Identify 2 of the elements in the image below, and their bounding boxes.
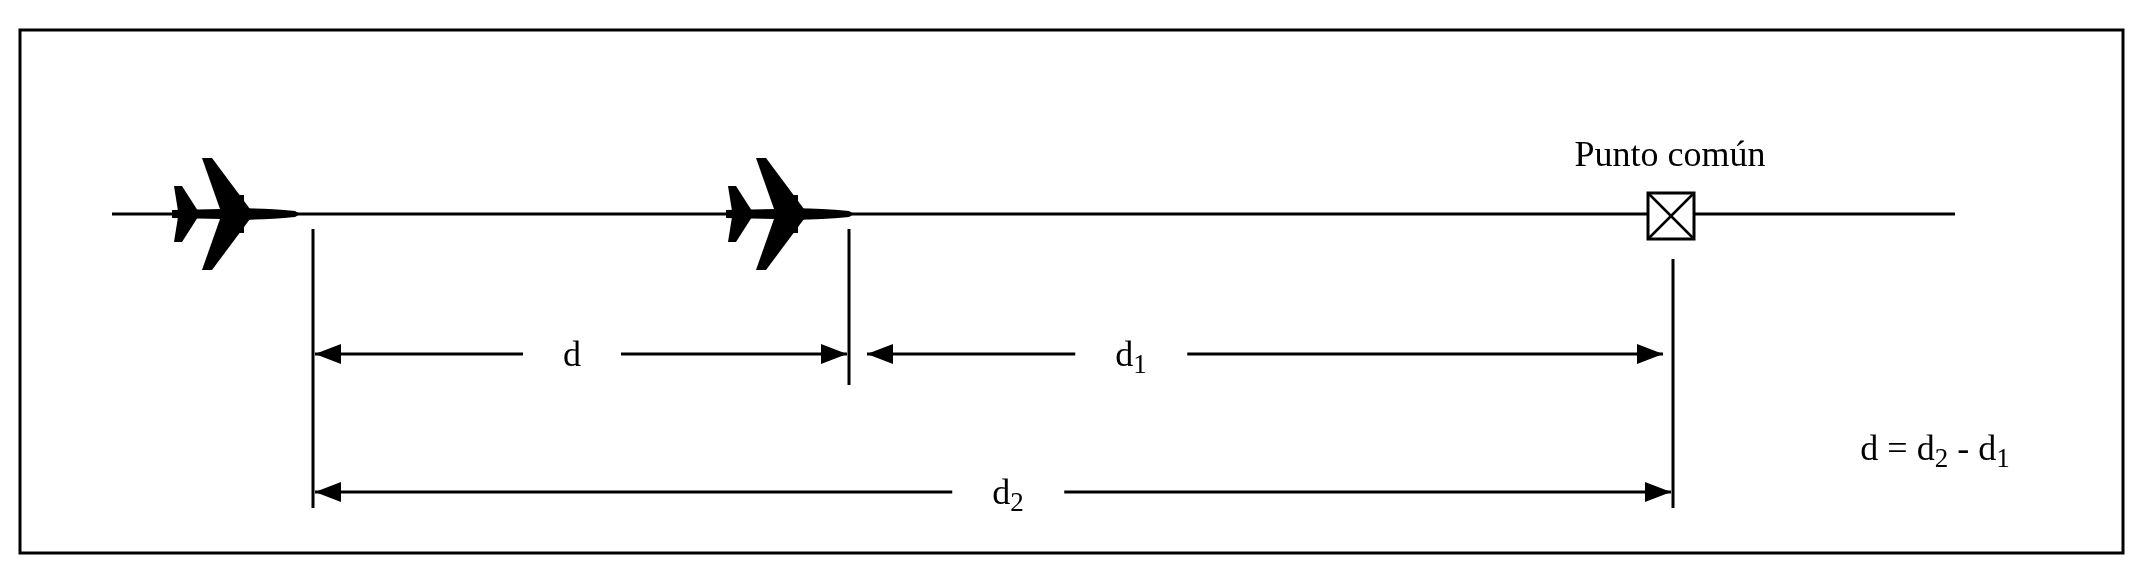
- formula: d = d$_{2}$ - d$_{1}$: [1860, 430, 2010, 466]
- waypoint-label: Punto común: [1574, 136, 1766, 172]
